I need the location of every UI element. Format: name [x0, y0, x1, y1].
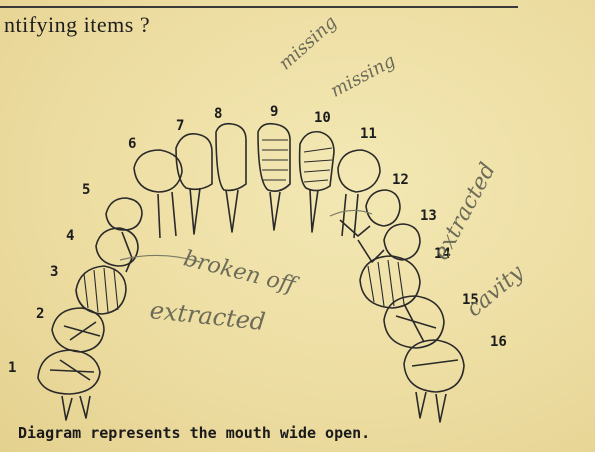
tooth-number-12: 12: [392, 172, 409, 188]
tooth-14: [360, 256, 420, 308]
tooth-9: [258, 124, 290, 230]
tooth-number-1: 1: [8, 360, 16, 376]
tooth-2: [52, 308, 104, 352]
tooth-number-13: 13: [420, 208, 437, 224]
tooth-8: [216, 124, 246, 232]
tooth-5: [106, 198, 142, 272]
tooth-number-2: 2: [36, 306, 44, 322]
tooth-number-16: 16: [490, 334, 507, 350]
tooth-number-3: 3: [50, 264, 58, 280]
diagram-caption: Diagram represents the mouth wide open.: [18, 424, 370, 442]
tooth-number-9: 9: [270, 104, 278, 120]
tooth-16: [404, 340, 464, 422]
tooth-3: [76, 266, 126, 314]
tooth-number-11: 11: [360, 126, 377, 142]
pencil-strokes: [120, 210, 372, 262]
tooth-number-7: 7: [176, 118, 184, 134]
tooth-6: [134, 150, 182, 238]
tooth-number-6: 6: [128, 136, 136, 152]
tooth-1: [38, 350, 100, 420]
tooth-number-5: 5: [82, 182, 90, 198]
tooth-10: [300, 132, 334, 232]
tooth-number-4: 4: [66, 228, 74, 244]
tooth-number-8: 8: [214, 106, 222, 122]
tooth-7: [176, 134, 212, 234]
tooth-number-10: 10: [314, 110, 331, 126]
